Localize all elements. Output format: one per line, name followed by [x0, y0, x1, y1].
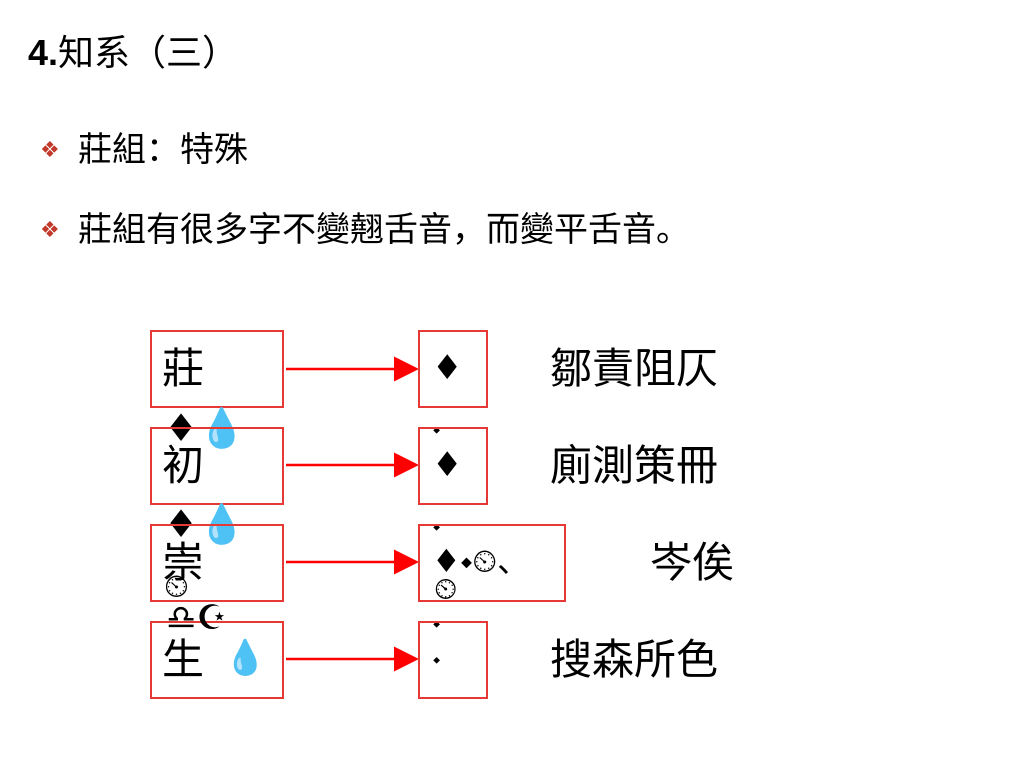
small-diamond-icon: ⬩ — [433, 514, 441, 538]
example-characters: 鄒責阻仄 — [550, 344, 719, 393]
result-box — [418, 621, 488, 699]
diamond-bullet-icon: ❖ — [40, 218, 60, 243]
title-text: 知系（三） — [58, 33, 239, 74]
diamond-icon: ♦ — [432, 445, 463, 485]
result-box — [418, 330, 488, 408]
initial-box — [150, 524, 284, 602]
title-number: 4. — [28, 32, 59, 73]
bullet-item: ❖ 莊組有很多字不變翹舌音，而變平舌音。 — [40, 205, 690, 256]
initial-box — [150, 621, 284, 699]
example-characters: 廁測策冊 — [550, 441, 719, 490]
example-characters: 岑俟 — [650, 538, 735, 587]
example-characters: 搜森所色 — [550, 635, 719, 684]
bullet-item: ❖ 莊組：特殊 — [40, 125, 248, 176]
bullet-text: 莊組：特殊 — [78, 130, 248, 170]
small-diamond-icon: ⬩ — [433, 417, 441, 441]
clock-icon: ⏲ — [434, 572, 458, 607]
garbled-glyphs: ♎☪ — [166, 598, 227, 638]
small-diamond-icon: ⬩ — [433, 647, 441, 671]
initial-label: 莊 — [162, 344, 205, 393]
small-diamond-icon: ⬩ — [433, 611, 441, 635]
drop-icon: 💧 — [224, 638, 267, 678]
initial-box — [150, 427, 284, 505]
initial-box — [150, 330, 284, 408]
result-box — [418, 524, 566, 602]
clock-icon: ⏲ — [164, 567, 189, 605]
result-box — [418, 427, 488, 505]
initial-label: 生 — [162, 635, 205, 684]
garbled-glyphs: ♦⬩⏲、 — [432, 542, 530, 580]
initial-label: 初 — [162, 441, 205, 490]
bullet-text: 莊組有很多字不變翹舌音，而變平舌音。 — [78, 210, 690, 250]
diamond-icon: ♦ — [432, 348, 463, 388]
slide-title: 4.知系（三） — [28, 28, 238, 79]
diamond-bullet-icon: ❖ — [40, 138, 60, 163]
initial-label: 崇 — [162, 538, 205, 587]
